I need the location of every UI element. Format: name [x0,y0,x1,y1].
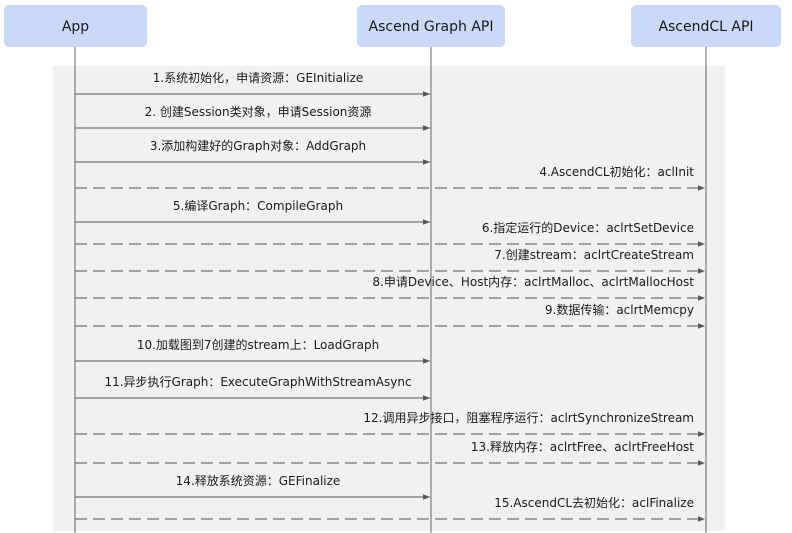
actor-label-app: App [62,19,89,35]
message-label: 3.添加构建好的Graph对象：AddGraph [150,138,366,153]
message-label: 15.AscendCL去初始化：aclFinalize [494,496,694,510]
message-label: 12.调用异步接口，阻塞程序运行：aclrtSynchronizeStream [363,410,694,425]
message-label: 10.加载图到7创建的stream上：LoadGraph [137,337,379,352]
actor-box-app [4,5,147,47]
message-label: 5.编译Graph：CompileGraph [173,198,343,213]
actor-label-graph: Ascend Graph API [369,19,494,35]
message-label: 4.AscendCL初始化：aclInit [539,165,694,179]
message-label: 14.释放系统资源：GEFinalize [176,473,341,488]
actor-box-acl [631,5,781,47]
message-label: 6.指定运行的Device：aclrtSetDevice [482,220,694,235]
message-label: 2. 创建Session类对象，申请Session资源 [145,105,372,119]
actor-label-acl: AscendCL API [658,19,753,35]
message-label: 9.数据传输：aclrtMemcpy [545,302,694,317]
message-label: 13.释放内存：aclrtFree、aclrtFreeHost [471,439,694,454]
message-label: 11.异步执行Graph：ExecuteGraphWithStreamAsync [104,375,411,389]
message-label: 7.创建stream：aclrtCreateStream [494,248,694,262]
message-label: 8.申请Device、Host内存：aclrtMalloc、aclrtMallo… [372,275,694,289]
actor-box-graph [357,5,505,47]
message-label: 1.系统初始化，申请资源：GEInitialize [153,71,364,85]
